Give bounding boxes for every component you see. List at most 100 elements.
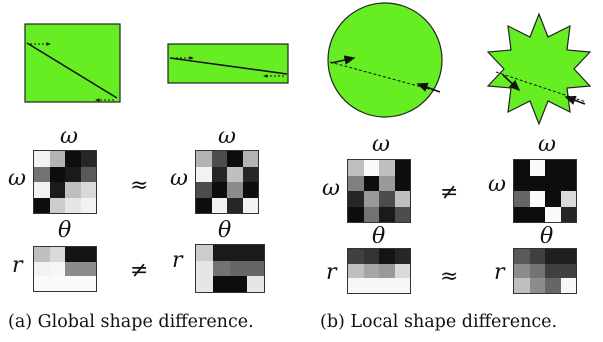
matrix-cell-0-0 [514, 160, 530, 176]
rectangle-shape [167, 43, 289, 84]
matrix-cell-0-3 [80, 151, 96, 167]
theta-label-a-right: θ [218, 218, 232, 243]
neq-sign-a: ≠ [130, 258, 149, 283]
matrix-cell-0-3 [394, 160, 410, 176]
square-shape [24, 23, 121, 103]
neq-sign-b: ≠ [440, 180, 459, 205]
matrix-cell-0-1 [363, 160, 379, 176]
matrix-cell-0-3 [394, 249, 410, 264]
matrix-cell-2-0 [34, 276, 50, 291]
r-label-a-right: r [172, 248, 183, 273]
matrix-cell-1-2 [545, 175, 561, 191]
matrix-cell-1-2 [65, 166, 81, 182]
matrix-cell-0-1 [211, 151, 227, 167]
matrix-cell-0-1 [49, 247, 65, 262]
matrix-cell-1-3 [242, 166, 258, 182]
matrix-cell-1-1 [363, 175, 379, 191]
matrix-cell-2-3 [394, 191, 410, 207]
matrix-cell-2-1 [363, 278, 379, 293]
omega-column-label-a-left: ω [60, 124, 78, 149]
matrix-cell-0-3 [242, 151, 258, 167]
star-diameter-line [495, 71, 587, 103]
matrix-cell-1-1 [211, 166, 227, 182]
matrix-cell-3-3 [394, 206, 410, 222]
caption-a: (a) Global shape difference. [8, 312, 254, 332]
omega-matrix-b-right [513, 159, 577, 223]
matrix-cell-1-0 [348, 263, 364, 279]
matrix-cell-2-2 [65, 276, 81, 291]
matrix-cell-0-3 [560, 160, 576, 176]
matrix-cell-1-2 [230, 260, 247, 277]
matrix-cell-0-1 [213, 245, 230, 261]
matrix-cell-1-3 [80, 261, 96, 277]
matrix-cell-2-0 [34, 182, 50, 198]
square-shape-figure [24, 2, 592, 126]
matrix-cell-2-3 [247, 276, 264, 292]
theta-label-a-left: θ [58, 218, 72, 243]
matrix-cell-1-3 [247, 260, 264, 277]
matrix-cell-2-0 [514, 278, 530, 293]
matrix-cell-1-1 [49, 166, 65, 182]
matrix-cell-2-1 [211, 182, 227, 198]
matrix-cell-3-1 [529, 206, 545, 222]
matrix-cell-0-0 [196, 151, 212, 167]
star-shape [486, 12, 592, 126]
matrix-cell-0-2 [65, 247, 81, 262]
matrix-cell-1-2 [227, 166, 243, 182]
matrix-cell-1-0 [34, 166, 50, 182]
omega-row-label-a-left: ω [8, 166, 26, 191]
star-arrow-right [564, 95, 586, 105]
matrix-cell-2-3 [560, 278, 576, 293]
omega-column-label-b-left: ω [372, 132, 390, 157]
matrix-cell-1-3 [394, 263, 410, 279]
matrix-cell-3-3 [80, 197, 96, 213]
matrix-cell-3-0 [34, 197, 50, 213]
matrix-cell-0-0 [348, 249, 364, 264]
matrix-cell-0-3 [247, 245, 264, 261]
r-theta-matrix-b-right [513, 248, 577, 294]
matrix-cell-3-1 [49, 197, 65, 213]
matrix-cell-2-2 [379, 191, 395, 207]
matrix-cell-1-3 [80, 166, 96, 182]
matrix-cell-1-2 [379, 263, 395, 279]
matrix-cell-2-1 [49, 182, 65, 198]
matrix-cell-2-3 [80, 182, 96, 198]
matrix-cell-3-2 [379, 206, 395, 222]
matrix-cell-2-2 [379, 278, 395, 293]
omega-matrix-a-left [33, 150, 97, 214]
matrix-cell-3-0 [196, 197, 212, 213]
matrix-cell-0-0 [348, 160, 364, 176]
matrix-cell-2-1 [529, 191, 545, 207]
matrix-cell-0-1 [529, 160, 545, 176]
theta-label-b-left: θ [372, 224, 386, 249]
r-label-b-right: r [494, 260, 505, 285]
theta-label-b-right: θ [540, 224, 554, 249]
matrix-cell-3-3 [560, 206, 576, 222]
matrix-cell-3-0 [514, 206, 530, 222]
matrix-cell-1-1 [49, 261, 65, 277]
matrix-cell-2-2 [230, 276, 247, 292]
matrix-cell-2-2 [65, 182, 81, 198]
omega-row-label-b-left: ω [322, 176, 340, 201]
circle-arrow-right [416, 82, 441, 93]
matrix-cell-2-1 [363, 191, 379, 207]
matrix-cell-0-2 [545, 249, 561, 264]
matrix-cell-2-3 [242, 182, 258, 198]
matrix-cell-0-0 [514, 249, 530, 264]
matrix-cell-0-0 [34, 247, 50, 262]
matrix-cell-3-2 [545, 206, 561, 222]
matrix-cell-1-0 [514, 175, 530, 191]
matrix-cell-3-1 [211, 197, 227, 213]
circle-shape [327, 2, 443, 118]
matrix-cell-2-0 [196, 276, 213, 292]
approx-sign-b: ≈ [440, 264, 459, 289]
matrix-cell-0-3 [560, 249, 576, 264]
matrix-cell-1-1 [529, 175, 545, 191]
matrix-cell-0-1 [529, 249, 545, 264]
matrix-cell-0-2 [545, 160, 561, 176]
matrix-cell-3-0 [348, 206, 364, 222]
matrix-cell-1-3 [394, 175, 410, 191]
matrix-cell-0-2 [65, 151, 81, 167]
matrix-cell-2-1 [529, 278, 545, 293]
omega-row-label-a-right: ω [170, 166, 188, 191]
